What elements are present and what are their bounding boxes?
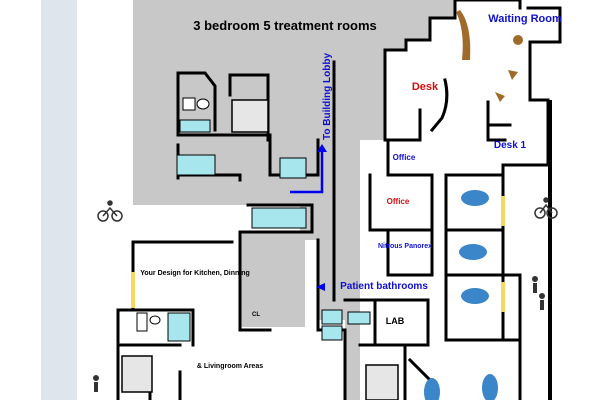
arrow-left-icon [316, 283, 325, 291]
label-to-building-lobby: To Building Lobby [322, 53, 333, 140]
bed-upper [231, 99, 269, 133]
bed-lower-left [121, 355, 153, 393]
label-livingroom: & Livingroom Areas [197, 363, 263, 370]
exterior-wall-right [548, 100, 552, 400]
dental-chair-icon [461, 288, 489, 304]
windows [131, 196, 505, 312]
dental-chair-icons [424, 190, 498, 400]
label-waiting-room: Waiting Room [488, 13, 562, 25]
waiting-furniture [456, 10, 523, 102]
walls [116, 0, 562, 400]
corridor-lower [240, 232, 305, 327]
bed-lower-mid [365, 364, 399, 400]
fixtures [136, 97, 371, 342]
label-patient-bathrooms: Patient bathrooms [340, 281, 428, 292]
label-desk-1: Desk 1 [494, 140, 527, 151]
dental-chair-icon [482, 374, 498, 400]
dental-chair-icon [461, 190, 489, 206]
pedestrian-icon [93, 276, 545, 392]
label-desk: Desk [412, 81, 439, 93]
label-nitrous-panorex: Nitrous Panorex [378, 243, 432, 250]
label-office-2: Office [387, 197, 410, 206]
label-closet: CL [252, 312, 260, 318]
sidewalk [41, 0, 77, 400]
arrow-up-icon [317, 144, 327, 152]
arrow-to-lobby [290, 150, 324, 194]
beds [121, 99, 399, 400]
dental-chair-icon [424, 378, 440, 400]
label-lab: LAB [386, 316, 405, 326]
label-kitchen: Your Design for Kitchen, Dinning [140, 270, 250, 277]
bicycle-icon [97, 200, 123, 222]
dental-chair-icon [459, 244, 487, 260]
label-office-1: Office [393, 153, 416, 162]
bicycle-icon [534, 197, 558, 219]
page-title: 3 bedroom 5 treatment rooms [193, 18, 377, 33]
